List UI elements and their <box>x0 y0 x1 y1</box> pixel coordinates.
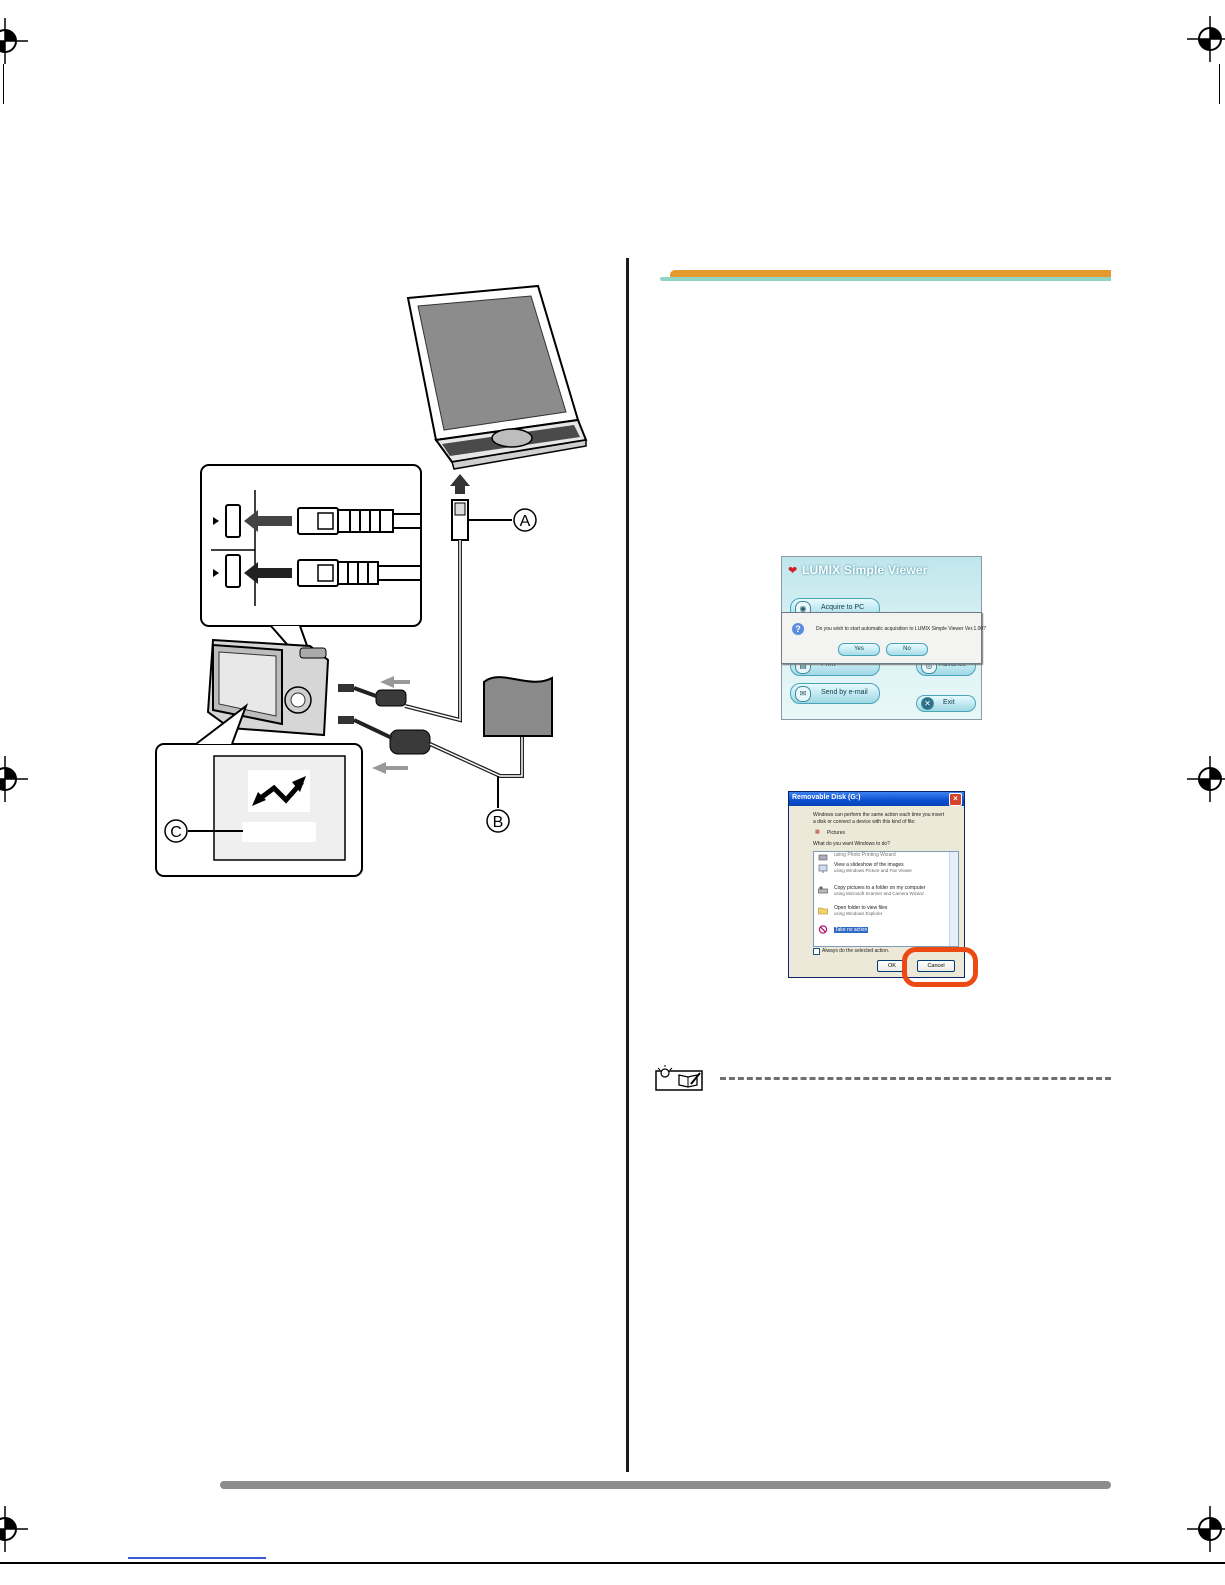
yes-button[interactable]: Yes <box>838 643 880 656</box>
slideshow-icon <box>818 864 828 873</box>
cancel-highlight-ring <box>902 947 978 987</box>
ac-adapter-illustration <box>483 676 553 737</box>
registration-mark-bottom-left <box>0 1506 28 1552</box>
pictures-label: Pictures <box>827 830 846 836</box>
memo-dashed-rule <box>720 1077 1111 1080</box>
always-checkbox[interactable] <box>813 948 820 955</box>
laptop-illustration <box>406 284 588 470</box>
no-button[interactable]: No <box>886 643 928 656</box>
ok-button[interactable]: OK <box>877 960 907 972</box>
port-callout-box <box>200 464 422 627</box>
list-item-selected[interactable]: Take no action <box>834 927 869 933</box>
intro-line-2: a disk or connect a device with this kin… <box>813 819 916 825</box>
label-c: C <box>170 824 182 841</box>
dialog-message: Do you wish to start automatic acquisiti… <box>816 626 986 632</box>
label-a: A <box>520 513 531 530</box>
lumix-title: LUMIX Simple Viewer <box>802 563 928 577</box>
question-icon: ? <box>792 623 804 635</box>
acquire-prompt-dialog: ? Do you wish to start automatic acquisi… <box>781 612 986 664</box>
dialog-titlebar: Removable Disk (G:) × <box>789 792 964 806</box>
transfer-icon <box>256 780 304 804</box>
memo-note-icon <box>655 1065 703 1091</box>
close-icon[interactable]: × <box>949 793 962 806</box>
arrow-left-icon <box>380 676 410 688</box>
connection-illustration: A B <box>155 284 588 877</box>
screen-text-box <box>242 822 316 842</box>
cancel-button[interactable]: Cancel <box>917 960 955 972</box>
footer-bar <box>220 1481 1111 1489</box>
list-item[interactable]: using Photo Printing Wizard <box>834 852 896 858</box>
arrow-left-icon-2 <box>372 762 408 774</box>
label-b: B <box>493 814 504 831</box>
action-list[interactable]: using Photo Printing Wizard View a slide… <box>813 851 959 947</box>
autoplay-dialog-screenshot: Removable Disk (G:) × Windows can perfor… <box>788 791 965 978</box>
folder-icon <box>818 907 828 915</box>
no-action-icon <box>818 925 828 934</box>
mail-icon: ✉ <box>795 686 811 702</box>
page-trim-line <box>0 1562 1225 1564</box>
question-label: What do you want Windows to do? <box>813 841 890 847</box>
dialog-title: Removable Disk (G:) <box>792 794 861 801</box>
intro-line-1: Windows can perform the same action each… <box>813 812 945 818</box>
scanner-icon <box>818 886 828 894</box>
pictures-icon: ▦ <box>815 829 820 835</box>
section-header-bar <box>670 270 1111 277</box>
crop-line-right <box>1219 64 1220 104</box>
list-item[interactable]: Copy pictures to a folder on my computer… <box>834 885 926 896</box>
registration-mark-mid-right <box>1187 756 1225 802</box>
list-scrollbar[interactable] <box>949 852 958 946</box>
exit-button[interactable]: ✕ Exit <box>916 695 976 712</box>
registration-mark-bottom-right <box>1187 1506 1225 1552</box>
crop-line-left <box>3 64 4 104</box>
always-checkbox-label: Always do the selected action. <box>822 948 890 954</box>
registration-mark-top-right <box>1187 16 1225 62</box>
section-header-underline <box>660 277 1111 281</box>
footer-link-underline[interactable] <box>128 1557 266 1559</box>
registration-mark-top-left <box>0 18 28 64</box>
close-icon: ✕ <box>921 697 934 710</box>
arrow-up-icon <box>450 474 470 494</box>
send-email-button[interactable]: ✉ Send by e-mail <box>790 683 880 704</box>
printer-icon <box>818 854 828 861</box>
column-divider <box>626 258 629 1472</box>
registration-mark-mid-left <box>0 756 28 802</box>
lumix-heart-icon: ❤ <box>788 565 798 577</box>
